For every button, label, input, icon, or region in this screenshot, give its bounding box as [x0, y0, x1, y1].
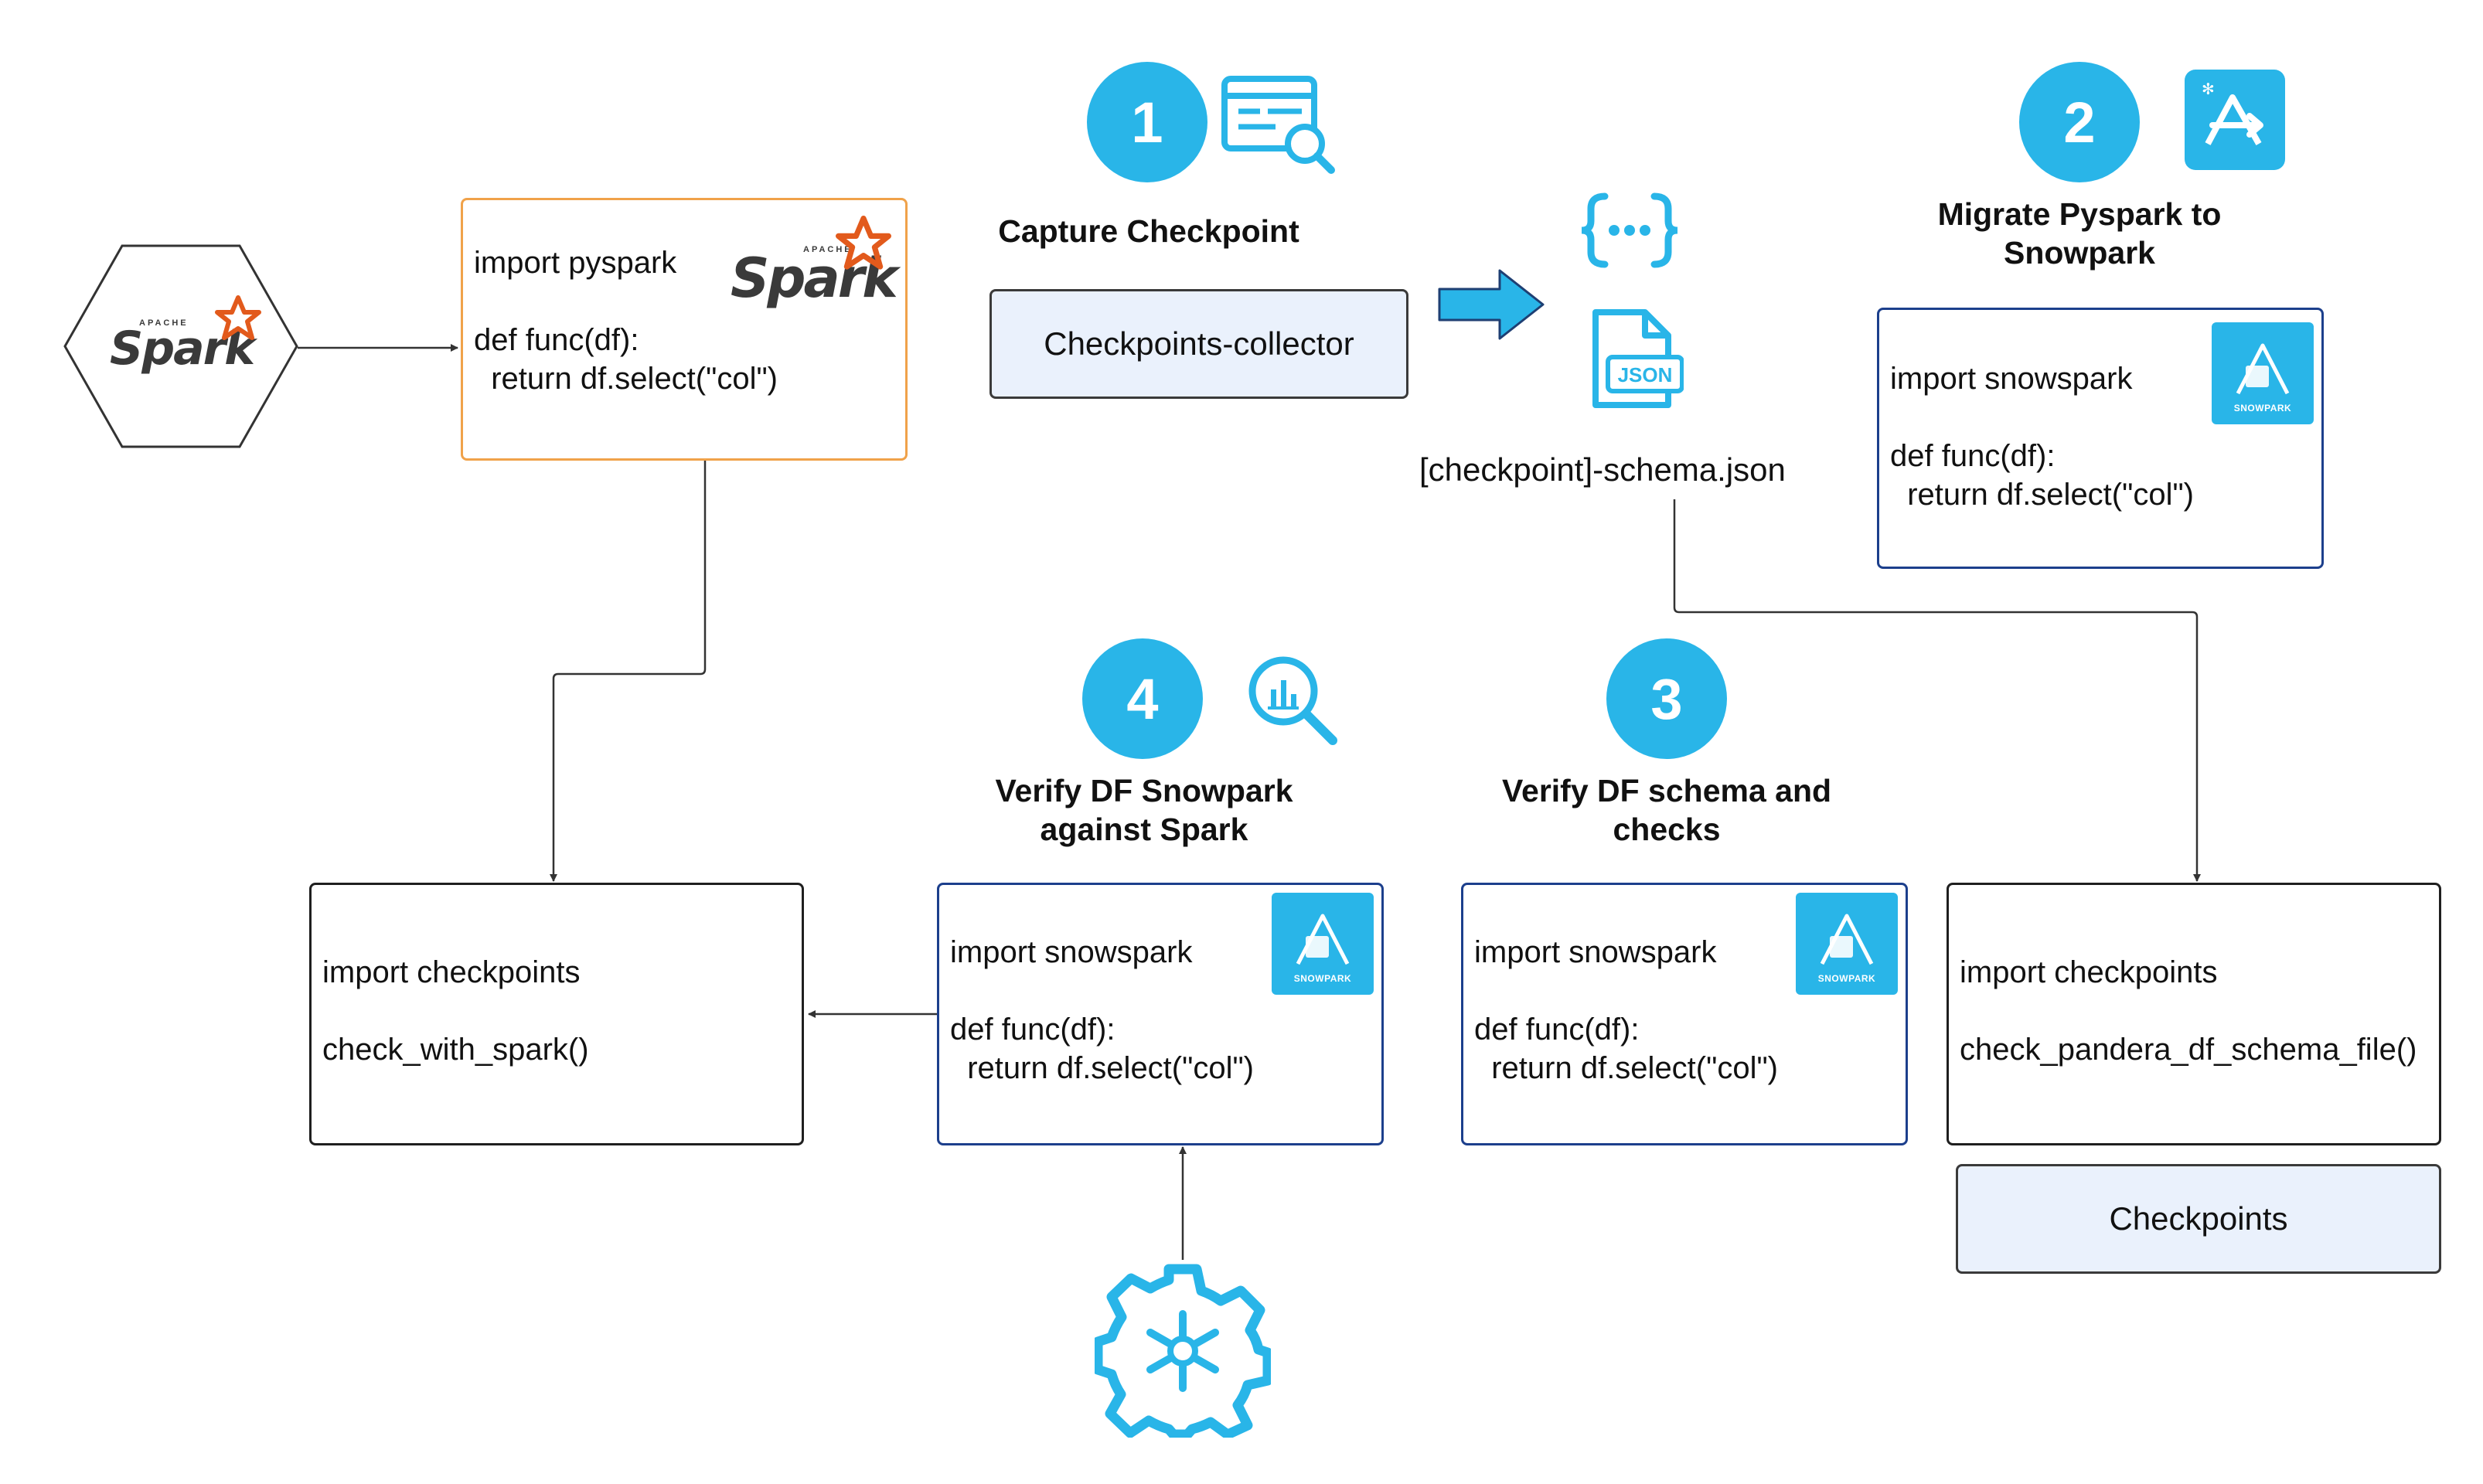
snowpark-right-def-line: def func(df):: [1474, 1013, 1640, 1047]
snowpark-logo-icon: SNOWPARK: [1796, 893, 1898, 995]
step-2-title-line1: Migrate Pyspark to: [1937, 196, 2222, 232]
step-2-circle: 2: [2019, 62, 2140, 182]
snowpark-logo-icon: SNOWPARK: [2212, 322, 2314, 424]
pyspark-def-line: def func(df):: [474, 323, 639, 357]
snowpark-top-code-box: import snowspark def func(df): return df…: [1877, 308, 2324, 569]
step-4-title-line2: against Spark: [1040, 812, 1248, 847]
snowpark-top-import-line: import snowspark: [1890, 362, 2133, 396]
snowpark-right-return-line: return df.select("col"): [1474, 1051, 1778, 1085]
step-1-circle: 1: [1087, 62, 1207, 182]
snowpark-mid-def-line: def func(df):: [950, 1013, 1115, 1047]
collector-label: Checkpoints-collector: [1044, 325, 1354, 362]
checkpoints-label-box: Checkpoints: [1956, 1164, 2441, 1274]
step-3-circle: 3: [1606, 638, 1727, 759]
snowpark-top-return-line: return df.select("col"): [1890, 478, 2194, 512]
checkpoints-pandera-box: import checkpoints check_pandera_df_sche…: [1947, 883, 2441, 1145]
box-apache-text: APACHE: [803, 245, 853, 254]
step-1-title: Capture Checkpoint: [998, 213, 1299, 249]
analytics-search-icon: [1248, 656, 1337, 745]
json-badge-text: JSON: [1617, 363, 1673, 386]
code-braces-icon: [1581, 192, 1678, 268]
snowflake-gear-icon: [1095, 1264, 1271, 1438]
pyspark-import-line: import pyspark: [474, 246, 677, 280]
snowpark-badge-label: SNOWPARK: [2233, 403, 2292, 414]
browser-search-icon: [1221, 76, 1335, 174]
snowpark-mid-return-line: return df.select("col"): [950, 1051, 1254, 1085]
snowpark-right-import-line: import snowspark: [1474, 935, 1717, 969]
step-4-title-line1: Verify DF Snowpark: [995, 773, 1293, 808]
json-file-icon: JSON: [1591, 308, 1684, 410]
pyspark-code-box: import pyspark def func(df): return df.s…: [461, 198, 908, 461]
step-2-title-line2: Snowpark: [2004, 235, 2155, 271]
checkpoints-label: Checkpoints: [2109, 1200, 2288, 1237]
svg-text:✻: ✻: [2202, 80, 2215, 98]
checkpoints-right-import-line: import checkpoints: [1960, 955, 2218, 989]
spark-hexagon-node: APACHE Spark: [63, 244, 298, 448]
big-arrow-icon: [1438, 269, 1545, 340]
snowpark-logo-icon: SNOWPARK: [1272, 893, 1374, 995]
snowpark-badge-label: SNOWPARK: [1293, 973, 1352, 984]
checkpoints-left-import-line: import checkpoints: [322, 955, 581, 989]
spark-star-icon: [215, 295, 261, 340]
step-2-title: Migrate Pyspark to Snowpark: [1886, 195, 2273, 272]
hex-apache-text: APACHE: [139, 318, 189, 328]
checkpoints-left-call-line: check_with_spark(): [322, 1033, 589, 1067]
snowpark-badge-label: SNOWPARK: [1817, 973, 1876, 984]
step-3-title-line1: Verify DF schema and: [1501, 773, 1832, 808]
snowpark-mid-code-box: import snowspark def func(df): return df…: [937, 883, 1384, 1145]
step-3-title: Verify DF schema and checks: [1473, 771, 1860, 849]
schema-file-label: [checkpoint]-schema.json: [1419, 451, 1786, 488]
spark-star-icon: [836, 216, 891, 270]
snowpark-migrate-icon: ✻: [2185, 70, 2285, 170]
connector-pyspark-to-checkpoints: [550, 461, 707, 882]
connector-schema-to-checkpoints-right: [1673, 499, 2201, 882]
checkpoints-spark-box: import checkpoints check_with_spark(): [309, 883, 804, 1145]
pyspark-return-line: return df.select("col"): [474, 362, 778, 396]
snowpark-mid-import-line: import snowspark: [950, 935, 1193, 969]
step-4-circle: 4: [1082, 638, 1203, 759]
step-3-title-line2: checks: [1613, 812, 1721, 847]
step-4-title: Verify DF Snowpark against Spark: [951, 771, 1337, 849]
checkpoints-collector-box: Checkpoints-collector: [989, 289, 1408, 399]
snowpark-top-def-line: def func(df):: [1890, 439, 2056, 473]
checkpoints-right-call-line: check_pandera_df_schema_file(): [1960, 1033, 2417, 1067]
snowpark-right-code-box: import snowspark def func(df): return df…: [1461, 883, 1908, 1145]
